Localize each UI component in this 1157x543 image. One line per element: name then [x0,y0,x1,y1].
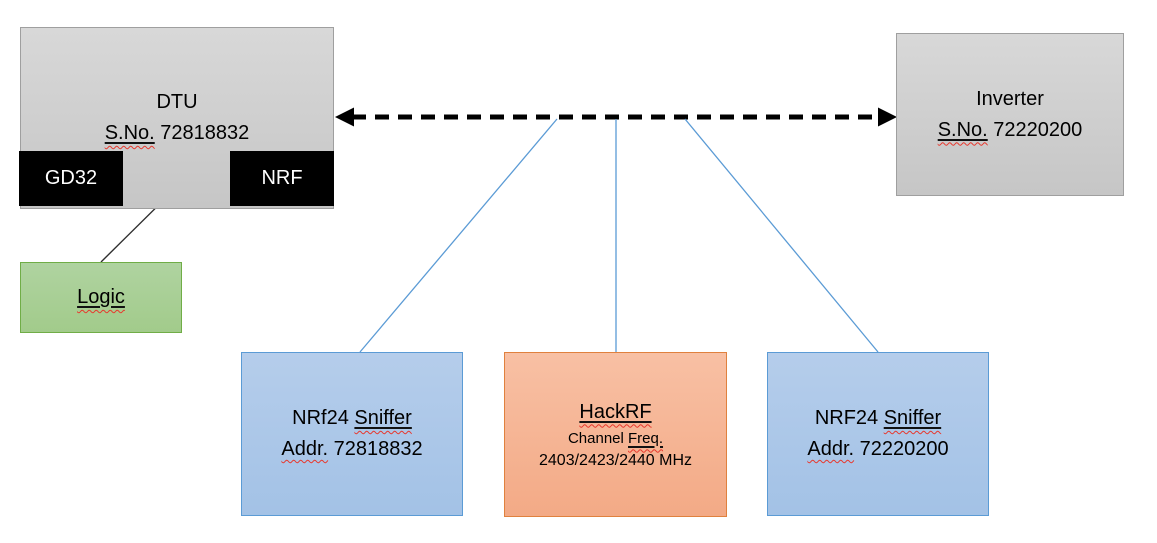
arrowhead-left-icon [335,107,354,127]
sniffer-left-link [359,118,558,353]
sniffer-left-address: Addr. 72818832 [281,438,423,460]
hackrf-channel-label: Channel Freq. [567,429,664,447]
gd32-chip: GD32 [19,151,123,206]
sniffer-right-address: Addr. 72220200 [807,438,949,460]
dtu-inverter-dashed-link [335,107,897,127]
dtu-serial: S.No. 72818832 [104,122,250,144]
logic-label: Logic [77,286,125,308]
arrowhead-right-icon [878,107,897,127]
sniffer-right-link [684,118,879,353]
logic-node: Logic [20,262,182,333]
hackrf-frequencies: 2403/2423/2440 MHz [539,451,692,469]
dtu-title: DTU [156,91,198,113]
nrf-chip: NRF [230,151,334,206]
nrf24-sniffer-left-node: NRf24 Sniffer Addr. 72818832 [241,352,463,516]
nrf-label: NRF [261,167,303,189]
sniffer-right-title: NRF24 Sniffer [814,407,942,429]
hackrf-title: HackRF [579,400,652,423]
hackrf-node: HackRF Channel Freq. 2403/2423/2440 MHz [504,352,727,517]
inverter-node: Inverter S.No. 72220200 [896,33,1124,196]
nrf24-sniffer-right-node: NRF24 Sniffer Addr. 72220200 [767,352,989,516]
inverter-serial: S.No. 72220200 [937,118,1083,141]
inverter-title: Inverter [976,87,1044,110]
gd32-label: GD32 [44,167,98,189]
sniffer-left-title: NRf24 Sniffer [292,407,412,429]
